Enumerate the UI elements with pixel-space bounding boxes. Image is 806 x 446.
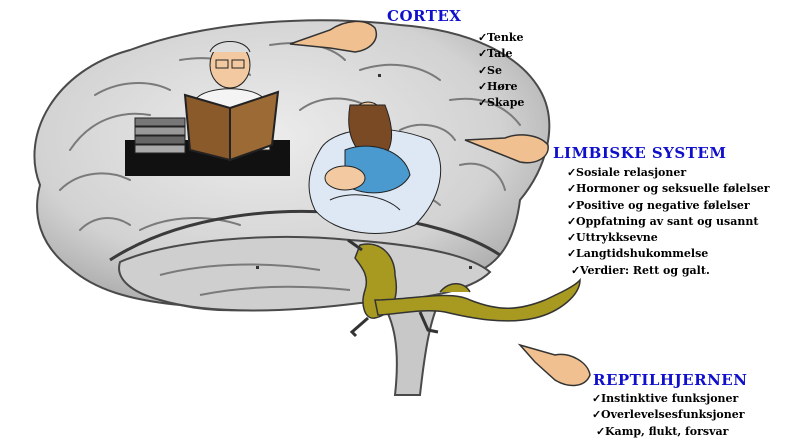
reptile-list: ✓Instinktive funksjoner ✓Overlevelsesfun… bbox=[592, 391, 745, 440]
marker-dot bbox=[469, 266, 472, 269]
cortex-heading: CORTEX bbox=[387, 7, 461, 25]
list-item: ✓Tale bbox=[478, 46, 524, 62]
reptile-heading: REPTILHJERNEN bbox=[593, 371, 747, 389]
marker-dot bbox=[378, 74, 381, 77]
marker-dot bbox=[256, 266, 259, 269]
list-item: ✓Positive og negative følelser bbox=[567, 198, 770, 214]
limbic-list: ✓Sosiale relasjoner ✓Hormoner og seksuel… bbox=[567, 165, 770, 279]
cortex-list: ✓Tenke ✓Tale ✓Se ✓Høre ✓Skape bbox=[478, 30, 524, 111]
list-item: ✓Instinktive funksjoner bbox=[592, 391, 745, 407]
cerebrum bbox=[34, 20, 549, 310]
limbic-heading: LIMBISKE SYSTEM bbox=[553, 144, 726, 162]
list-item: ✓Se bbox=[478, 63, 524, 79]
list-item: ✓Kamp, flukt, forsvar bbox=[592, 424, 745, 440]
list-item: ✓Høre bbox=[478, 79, 524, 95]
list-item: ✓Overlevelsesfunksjoner bbox=[592, 407, 745, 423]
hand-pointer-reptile bbox=[520, 345, 590, 385]
list-item: ✓Sosiale relasjoner bbox=[567, 165, 770, 181]
list-item: ✓Tenke bbox=[478, 30, 524, 46]
list-item: ✓Verdier: Rett og galt. bbox=[567, 263, 770, 279]
list-item: ✓Hormoner og seksuelle følelser bbox=[567, 181, 770, 197]
list-item: ✓Langtidshukommelse bbox=[567, 246, 770, 262]
list-item: ✓Oppfatning av sant og usannt bbox=[567, 214, 770, 230]
list-item: ✓Uttrykksevne bbox=[567, 230, 770, 246]
list-item: ✓Skape bbox=[478, 95, 524, 111]
